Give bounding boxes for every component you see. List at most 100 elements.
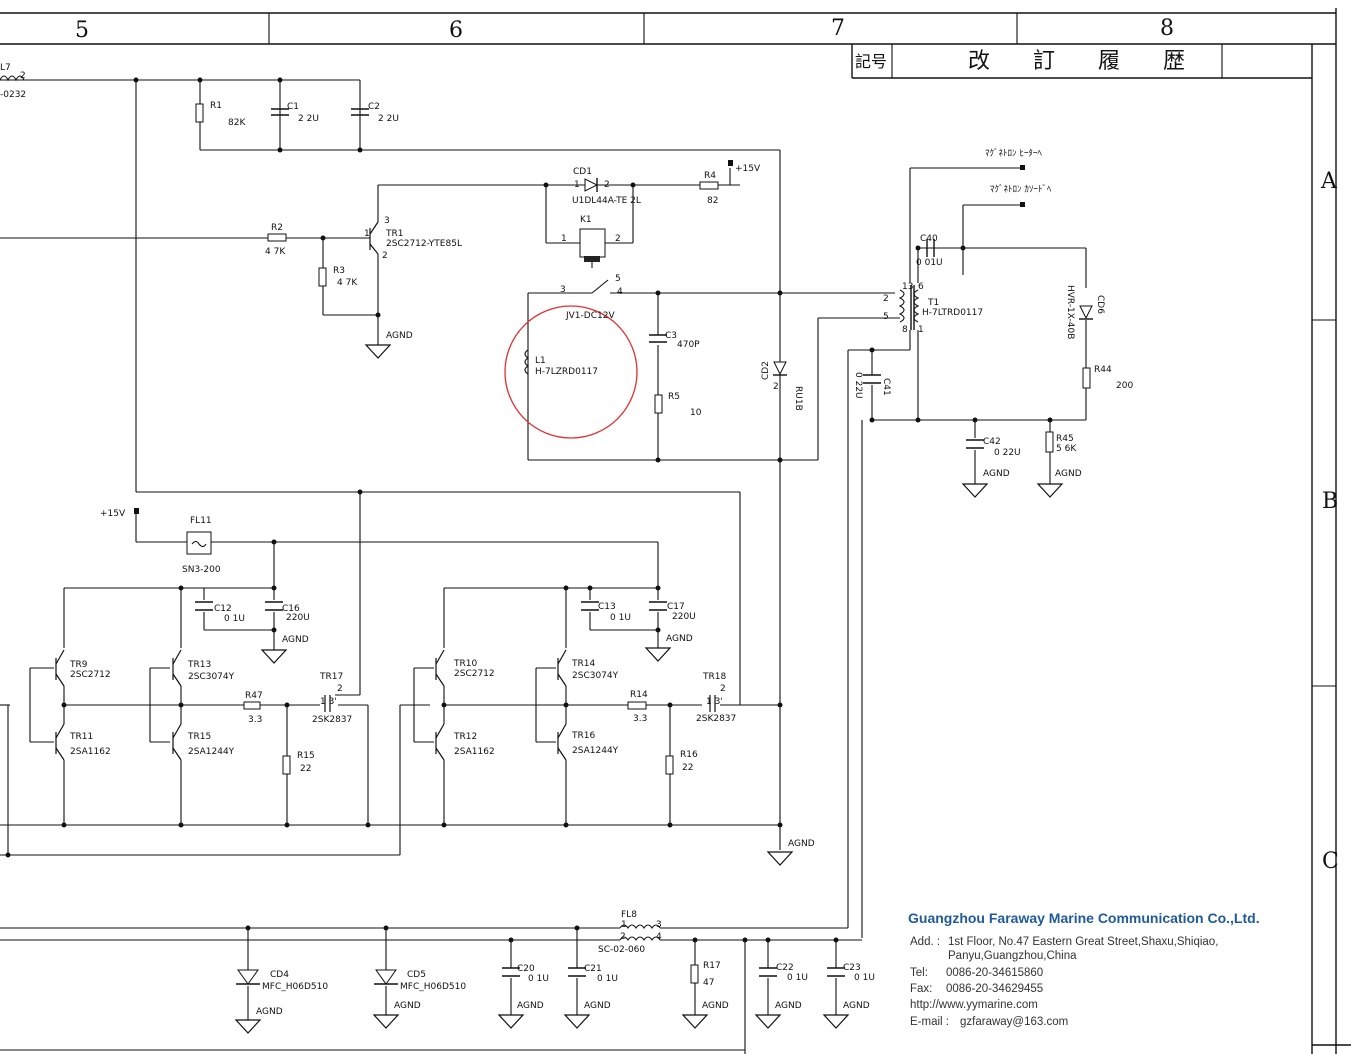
label: C12 xyxy=(214,604,232,614)
label: 0 1U xyxy=(787,973,808,983)
label: 5 xyxy=(615,274,621,284)
label: +15V xyxy=(100,509,126,519)
label: FL11 xyxy=(190,516,212,526)
email-link[interactable]: gzfaraway@163.com xyxy=(960,1016,1068,1028)
label: 1 xyxy=(918,325,924,335)
label: 5 xyxy=(883,312,889,322)
company-info-block: Guangzhou Faraway Marine Communication C… xyxy=(908,910,1260,1028)
label: H-7LZRD0117 xyxy=(535,367,598,377)
label: TR17 xyxy=(319,672,343,682)
revision-symbol-header: 記号 xyxy=(855,52,887,71)
label: AGND xyxy=(256,1007,283,1017)
label: 2 2U xyxy=(378,114,399,124)
label: C41 xyxy=(881,378,891,396)
label: AGND xyxy=(983,469,1010,479)
drawing-frame xyxy=(0,8,1351,1054)
label: AGND xyxy=(775,1001,802,1011)
label: SC-02-060 xyxy=(598,945,645,955)
label: L1 xyxy=(535,356,546,366)
label: 0 1U xyxy=(528,974,549,984)
label: 2SC2712 xyxy=(454,669,495,679)
label: C20 xyxy=(517,964,535,974)
label: 2SA1244Y xyxy=(572,746,619,756)
website-link[interactable]: http://www.yymarine.com xyxy=(910,999,1038,1011)
label: 2 xyxy=(773,382,779,392)
label: 13 xyxy=(902,282,913,292)
label: R1 xyxy=(210,101,222,111)
label: 0 1U xyxy=(854,973,875,983)
label: 1 3' xyxy=(706,697,723,707)
label: C16 xyxy=(282,604,300,614)
label: R5 xyxy=(668,392,680,402)
label: CD1 xyxy=(573,167,592,177)
label: MFC_H06D510 xyxy=(262,982,328,992)
label: 2SK2837 xyxy=(696,714,736,724)
column-label: 5 xyxy=(75,18,89,43)
label: C2 xyxy=(368,102,380,112)
label: 82K xyxy=(228,118,246,128)
label: AGND xyxy=(282,635,309,645)
label: TR14 xyxy=(571,659,595,669)
label: 2SC2712-YTE85L xyxy=(386,239,462,249)
label: K1 xyxy=(580,215,592,225)
address-label: Add. : xyxy=(910,936,940,948)
address-line2: Panyu,Guangzhou,China xyxy=(948,950,1077,962)
label: 1 xyxy=(574,180,580,190)
label: 3.3 xyxy=(248,715,262,725)
revision-history-header: 改 訂 履 歴 xyxy=(968,49,1203,74)
label: 470P xyxy=(677,340,700,350)
label: 2 xyxy=(615,234,621,244)
label: CD4 xyxy=(270,970,289,980)
label: 4 7K xyxy=(265,247,286,257)
label: 0 1U xyxy=(597,974,618,984)
label: 2 2U xyxy=(298,114,319,124)
label: C17 xyxy=(667,602,685,612)
label: R17 xyxy=(703,961,721,971)
label: 4 7K xyxy=(337,278,358,288)
label: U1DL44A-TE 2L xyxy=(572,196,641,206)
label: 2 xyxy=(604,180,610,190)
label: 1 xyxy=(561,234,567,244)
address-line1: 1st Floor, No.47 Eastern Great Street,Sh… xyxy=(948,936,1218,948)
label: TR16 xyxy=(571,731,595,741)
fax-value: 0086-20-34629455 xyxy=(946,983,1043,995)
annotation-circle xyxy=(504,305,638,439)
label: TR9 xyxy=(69,660,88,670)
label: 2 xyxy=(883,294,889,304)
label: 2SC2712 xyxy=(70,670,111,680)
label: -0232 xyxy=(0,90,26,100)
label: AGND xyxy=(702,1001,729,1011)
label: 2 xyxy=(382,251,388,261)
label: 200 xyxy=(1116,381,1133,391)
label: R2 xyxy=(271,223,283,233)
label: SN3-200 xyxy=(182,565,221,575)
label: 2 xyxy=(620,932,626,942)
label: TR11 xyxy=(69,732,93,742)
column-label: 8 xyxy=(1160,16,1174,41)
label: C13 xyxy=(598,602,616,612)
label: CD5 xyxy=(407,970,426,980)
label: T1 xyxy=(927,298,939,308)
component-labels: L7 2 -0232 R1 82K C1 2 2U C2 2 2U CD1 1 … xyxy=(0,63,1133,1017)
junction-dots xyxy=(5,77,1053,943)
label: 3 xyxy=(384,216,390,226)
label: 2 xyxy=(720,684,726,694)
label: 22 xyxy=(300,764,311,774)
company-name: Guangzhou Faraway Marine Communication C… xyxy=(908,910,1260,926)
label: 2SC3074Y xyxy=(188,672,235,682)
label: C23 xyxy=(843,963,861,973)
label: 220U xyxy=(672,612,696,622)
row-label: B xyxy=(1322,489,1338,514)
label: TR1 xyxy=(385,229,403,239)
label: RU1B xyxy=(793,386,803,411)
label: 2SA1162 xyxy=(454,747,495,757)
label: CD2 xyxy=(761,361,771,380)
component-symbols xyxy=(0,75,1093,1034)
label: 3.3 xyxy=(633,714,647,724)
label: 0 1U xyxy=(224,614,245,624)
label: R3 xyxy=(333,266,345,276)
label: AGND xyxy=(584,1001,611,1011)
label: 5 6K xyxy=(1056,444,1077,454)
row-label: C xyxy=(1322,849,1339,874)
label: TR10 xyxy=(453,659,477,669)
